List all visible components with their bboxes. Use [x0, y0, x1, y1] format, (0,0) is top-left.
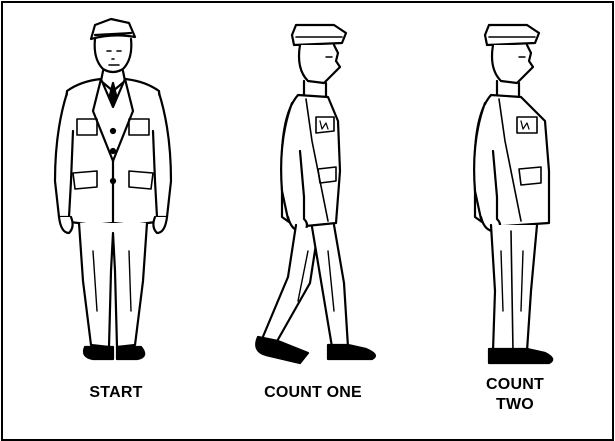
caption-line: COUNT ONE	[248, 383, 378, 403]
caption-count-one: COUNT ONE	[248, 383, 378, 403]
figure-count-one	[248, 21, 398, 371]
caption-line: START	[61, 383, 171, 403]
caption-line: COUNT	[465, 375, 565, 395]
figure-count-two	[465, 21, 575, 371]
caption-start: START	[61, 383, 171, 403]
caption-count-two: COUNT TWO	[465, 375, 565, 415]
caption-line: TWO	[465, 395, 565, 415]
figure-start	[33, 11, 193, 371]
